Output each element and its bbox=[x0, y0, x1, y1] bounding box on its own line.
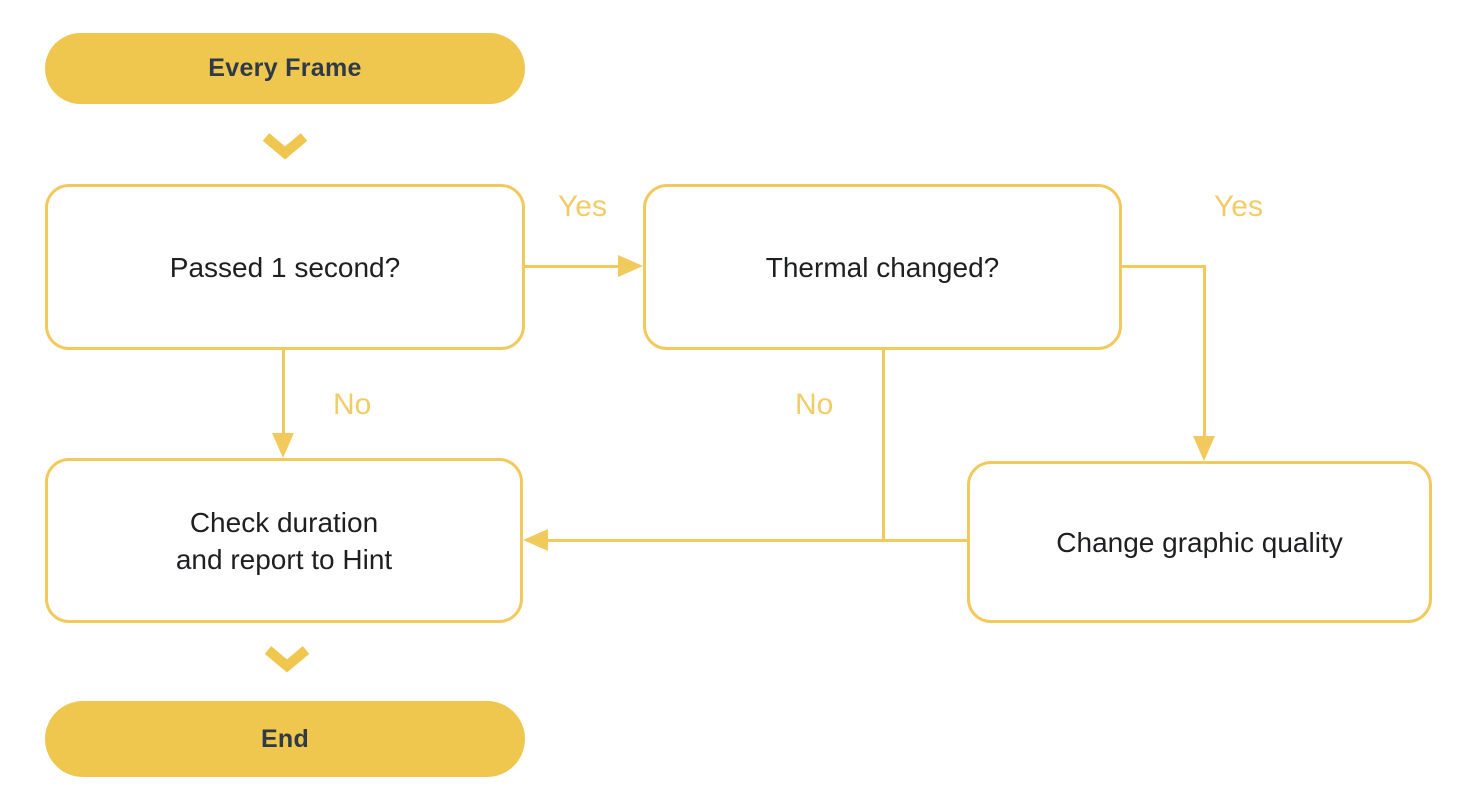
node-thermal-changed-label: Thermal changed? bbox=[765, 251, 1000, 283]
node-passed-1-second-label: Passed 1 second? bbox=[169, 251, 401, 283]
arrowhead-left-icon bbox=[523, 529, 548, 551]
node-check-duration: Check duration and report to Hint bbox=[45, 458, 523, 623]
arrowhead-right-icon bbox=[618, 255, 643, 277]
edge-label-passed-yes: Yes bbox=[558, 190, 607, 223]
node-change-graphic-quality: Change graphic quality bbox=[967, 461, 1432, 623]
edge-label-thermal-yes: Yes bbox=[1214, 190, 1263, 223]
chevron-down-icon bbox=[262, 132, 308, 165]
arrowhead-down-icon bbox=[272, 433, 294, 458]
edge-thermal-yes-line-vertical bbox=[1203, 265, 1206, 437]
node-start-every-frame: Every Frame bbox=[45, 33, 525, 104]
node-end: End bbox=[45, 701, 525, 777]
edge-label-thermal-no: No bbox=[795, 388, 834, 421]
edge-passed-yes-line bbox=[525, 265, 619, 268]
edge-label-passed-no: No bbox=[333, 388, 372, 421]
arrowhead-down-icon bbox=[1193, 436, 1215, 461]
edge-thermal-no-line bbox=[882, 349, 885, 542]
node-end-label: End bbox=[260, 724, 310, 753]
chevron-down-icon bbox=[264, 645, 310, 678]
node-passed-1-second: Passed 1 second? bbox=[45, 184, 525, 350]
edge-passed-no-line bbox=[282, 349, 285, 434]
node-check-duration-label: Check duration and report to Hint bbox=[175, 506, 393, 575]
node-change-graphic-quality-label: Change graphic quality bbox=[1056, 526, 1343, 558]
edge-thermal-yes-line-horizontal bbox=[1120, 265, 1206, 268]
node-start-label: Every Frame bbox=[208, 54, 362, 82]
edge-merge-to-check-line bbox=[548, 539, 968, 542]
node-thermal-changed: Thermal changed? bbox=[643, 184, 1122, 350]
